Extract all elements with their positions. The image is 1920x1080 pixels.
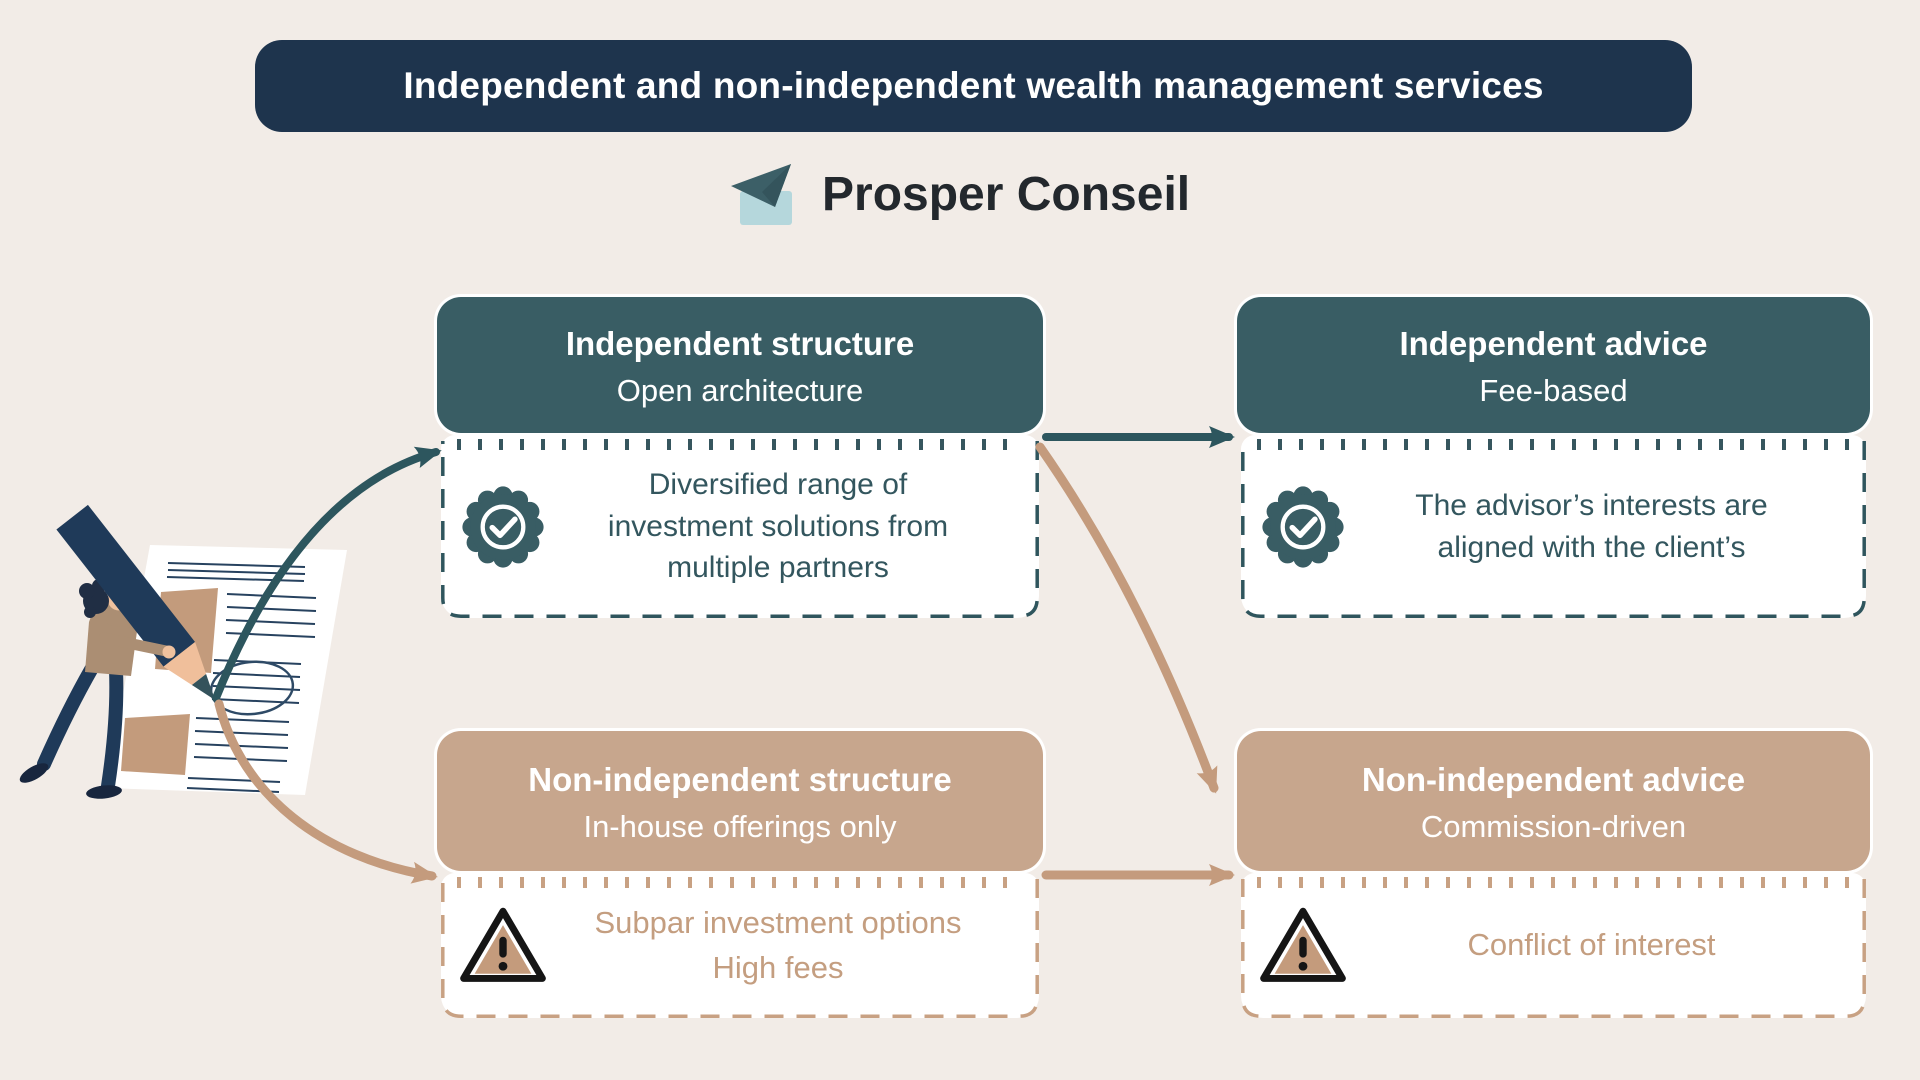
signing-illustration: [19, 504, 347, 799]
node-title: Non-independent structure: [528, 761, 952, 799]
arrow-independent-structure-to-non-independent-advice: [1035, 442, 1219, 794]
node-independent-structure-detail: Diversified range of investment solution…: [441, 435, 1039, 618]
paper-sheet: [106, 545, 347, 795]
title-banner: Independent and non-independent wealth m…: [255, 40, 1692, 132]
node-independent-advice-header: Independent advice Fee-based: [1237, 297, 1870, 433]
signature-circle: [209, 660, 295, 716]
node-title: Non-independent advice: [1361, 761, 1746, 799]
pencil-icon: [56, 504, 215, 700]
tick-divider: [1257, 439, 1850, 450]
arrow-pencil-to-independent-structure: [212, 446, 442, 702]
node-subtitle: Fee-based: [1479, 373, 1628, 409]
node-detail-text: Diversified range of investment solution…: [607, 468, 949, 585]
brand-logo: Prosper Conseil: [726, 158, 1190, 230]
node-independent-advice-detail: The advisor’s interests are aligned with…: [1241, 435, 1866, 618]
node-non-independent-structure-header: Non-independent structure In-house offer…: [437, 731, 1043, 871]
tick-divider: [457, 439, 1023, 450]
tick-divider: [1257, 877, 1850, 888]
paper-plane-icon: [731, 164, 792, 225]
paper-text-lines: [166, 562, 317, 793]
node-non-independent-advice-header: Non-independent advice Commission-driven: [1237, 731, 1870, 871]
badge-check-icon: [1259, 484, 1347, 570]
warning-icon: [459, 905, 547, 987]
node-independent-structure-header: Independent structure Open architecture: [437, 297, 1043, 433]
person-front-arm: [98, 632, 176, 659]
node-detail-text: Conflict of interest: [1467, 927, 1716, 963]
node-non-independent-structure-detail: Subpar investment options High fees: [441, 873, 1039, 1018]
node-title: Independent structure: [565, 325, 915, 363]
node-detail-text: The advisor’s interests are aligned with…: [1415, 489, 1768, 564]
node-subtitle: Commission-driven: [1420, 809, 1687, 845]
node-detail-text: Subpar investment options High fees: [594, 905, 962, 985]
arrow-pencil-to-non-independent-structure: [214, 699, 438, 884]
node-non-independent-advice-detail: Conflict of interest: [1241, 873, 1866, 1018]
node-title: Independent advice: [1399, 325, 1708, 363]
brand-name: Prosper Conseil: [822, 167, 1191, 221]
tick-divider: [457, 877, 1023, 888]
node-subtitle: In-house offerings only: [583, 809, 897, 845]
warning-icon: [1259, 905, 1347, 987]
badge-check-icon: [459, 484, 547, 570]
person-figure: [19, 579, 179, 799]
node-subtitle: Open architecture: [616, 373, 864, 409]
